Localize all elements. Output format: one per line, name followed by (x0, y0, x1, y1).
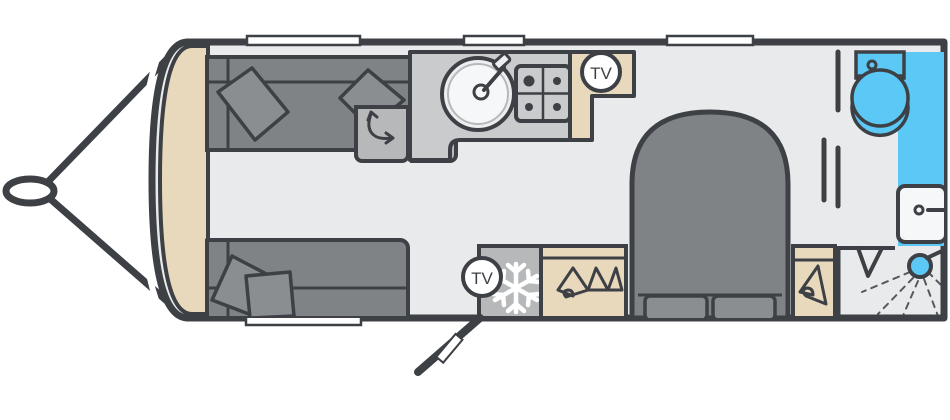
front-wall-panel (157, 44, 210, 316)
front-lounge-cushion-d (244, 270, 296, 318)
front-window-middle (140, 137, 147, 225)
tv-badge-front-label: TV (590, 64, 612, 83)
door-swing-icon (841, 246, 884, 278)
wardrobe-right (791, 244, 837, 318)
washbasin-icon (896, 184, 944, 244)
shower-head-icon (861, 248, 944, 318)
sink-with-tap-icon (440, 52, 516, 132)
front-window-upper (143, 59, 159, 113)
swivel-seat[interactable] (354, 105, 410, 163)
tv-badge-rear-label: TV (471, 269, 493, 288)
entry-door[interactable] (414, 314, 484, 376)
front-window-lower (143, 249, 159, 303)
roof-window-front (245, 34, 362, 47)
tv-badge-front: TV (580, 51, 622, 93)
toilet-icon (850, 50, 910, 137)
clothes-hanger-icon (556, 266, 624, 299)
swivel-arrow-icon (366, 110, 395, 145)
front-lounge-cushion-a (216, 66, 290, 142)
a-frame-hitch-icon (2, 54, 172, 306)
roof-window-rear (665, 34, 755, 47)
clothes-hanger-icon-right (798, 264, 828, 306)
roof-window-mid (462, 34, 526, 47)
bed-pillow-right (711, 294, 777, 318)
bed-pillow-left (643, 294, 709, 318)
island-bed (629, 109, 791, 318)
wardrobe-center (539, 244, 628, 318)
tv-badge-rear: TV (461, 256, 503, 298)
four-burner-hob-icon (514, 64, 572, 123)
